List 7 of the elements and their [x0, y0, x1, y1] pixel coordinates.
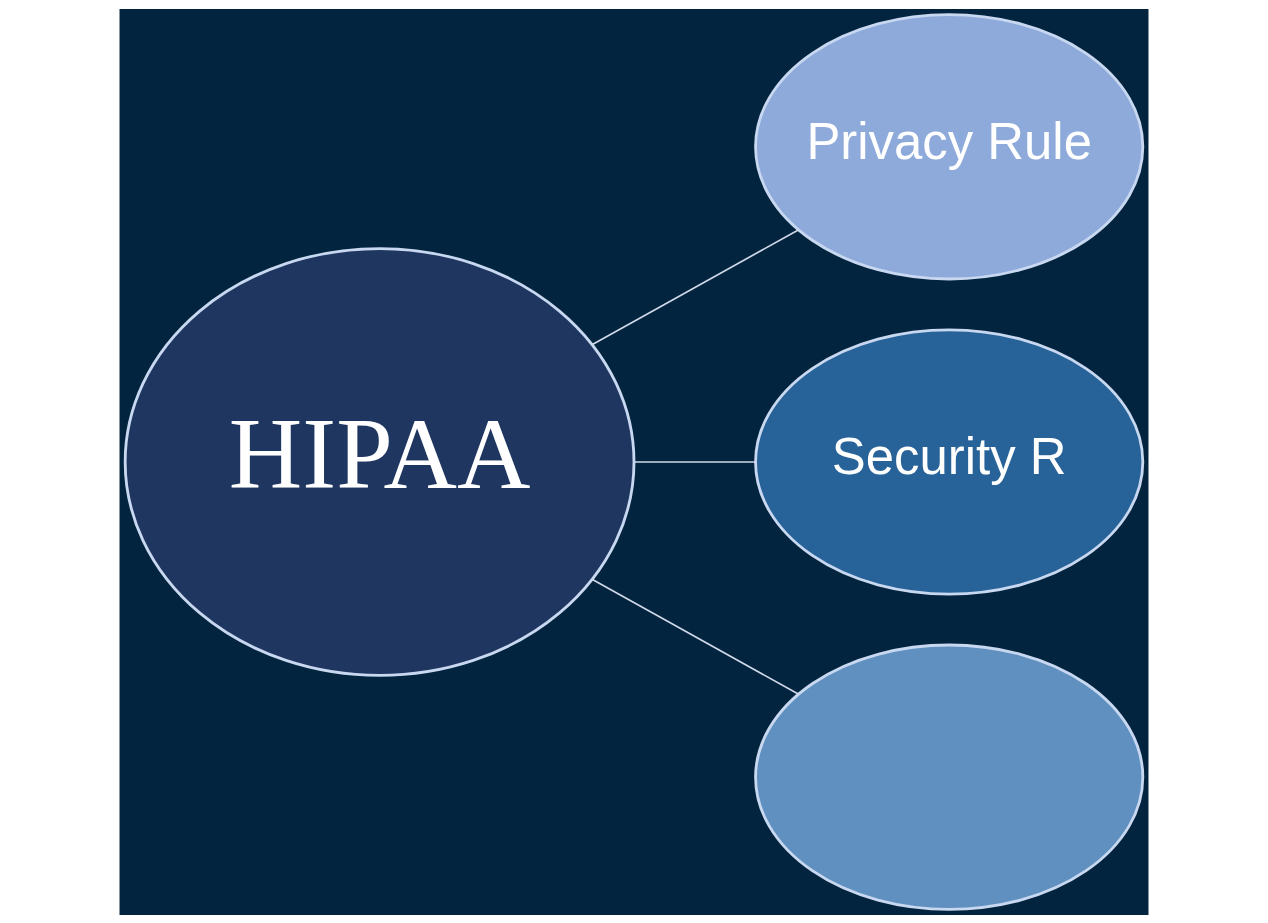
connector	[591, 228, 800, 345]
node-ellipse: HIPAA	[123, 246, 636, 677]
node-ellipse	[754, 643, 1145, 911]
connector	[591, 578, 800, 695]
node-ellipse: Privacy Rule	[754, 12, 1145, 280]
connector	[633, 460, 757, 463]
node-ellipse: Security R	[754, 327, 1145, 596]
